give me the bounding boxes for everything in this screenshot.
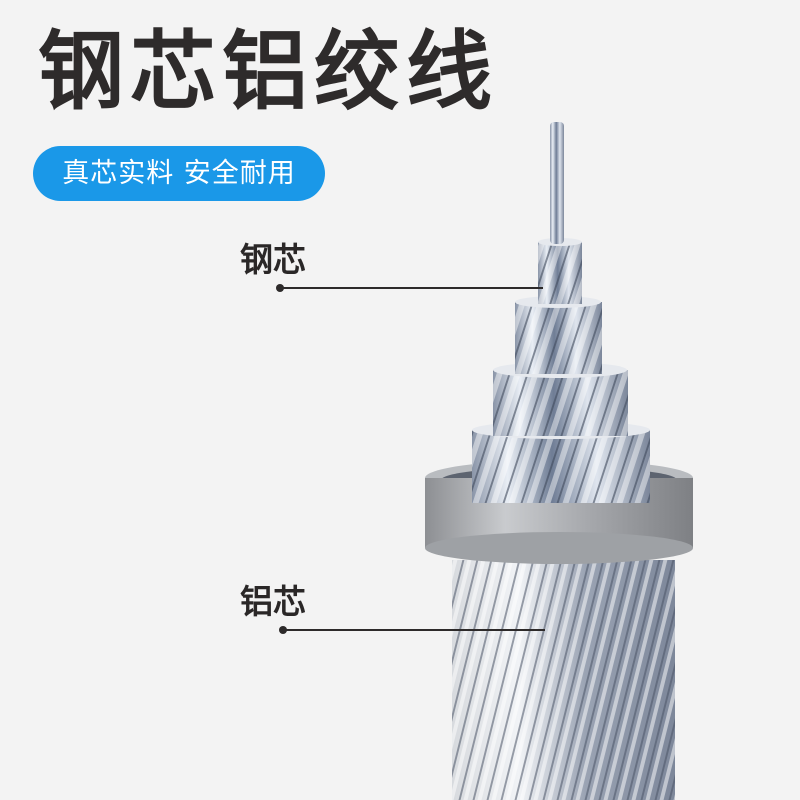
steel-core-dot-icon: [276, 284, 284, 292]
aluminum-core-leader-line: [285, 629, 545, 631]
aluminum-core-label: 铝芯: [240, 582, 306, 621]
product-title: 钢芯铝绞线: [38, 22, 498, 122]
aluminum-core-dot-icon: [279, 626, 287, 634]
steel-core-leader-line: [282, 287, 543, 289]
steel-core-label: 钢芯: [240, 240, 306, 279]
feature-badge: 真芯实料 安全耐用: [33, 146, 325, 201]
